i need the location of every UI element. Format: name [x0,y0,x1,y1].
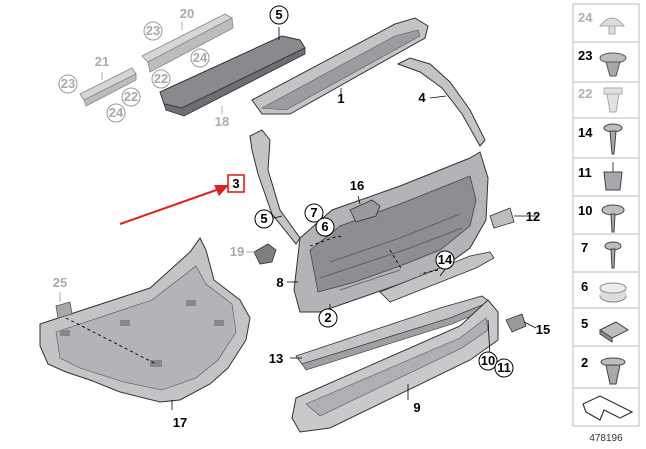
callout-labels: 1 2 3 4 5 5 6 7 8 9 10 11 12 13 14 15 16… [53,6,550,430]
fastener-11-icon [603,162,623,191]
callout-18: 18 [215,114,229,129]
callout-14: 14 [438,252,453,267]
part-25-tab [55,301,73,319]
callout-24-left: 24 [109,105,124,120]
callout-21: 21 [95,54,109,69]
part-21-bracket [79,67,137,107]
legend-label-11: 11 [578,165,592,180]
callout-12: 12 [526,209,540,224]
callout-7: 7 [310,205,317,220]
fastener-legend: 24 23 22 14 11 10 7 6 5 2 [572,3,640,427]
part-1-upper-trim [251,17,429,115]
callout-1: 1 [337,91,344,106]
callout-4: 4 [418,90,426,105]
callout-25: 25 [53,275,67,290]
part-18-panel [159,35,306,117]
callout-3-highlight-box [227,174,245,193]
callout-11: 11 [497,360,511,375]
callout-15: 15 [536,322,550,337]
legend-label-24: 24 [578,10,593,25]
legend-label-22: 22 [578,86,592,101]
part-17-inner-panel [39,237,251,403]
callout-13: 13 [269,351,283,366]
fastener-6-icon [599,282,627,303]
assembly-dashed-lines [65,235,439,365]
callout-5-top: 5 [275,7,282,22]
part-14-strip [379,251,495,303]
fastener-23-icon [599,52,627,77]
fastener-14-icon [603,123,623,155]
callout-5-side: 5 [260,211,267,226]
callout-9: 9 [413,400,420,415]
part-16-bracket [349,199,381,223]
part-4-side-trim [396,57,486,147]
part-3-side-trim [249,129,301,245]
part-12-clip [489,207,515,229]
callout-16: 16 [350,178,364,193]
legend-label-14: 14 [578,125,593,140]
callout-23-top: 23 [146,23,160,38]
legend-label-7: 7 [581,240,588,255]
fastener-22-icon [603,87,623,113]
callout-2: 2 [324,310,331,325]
part-15-clip [505,313,527,333]
legend-label-23: 23 [578,48,592,63]
callout-22-left: 22 [124,89,138,104]
highlight-arrow [119,185,229,225]
callout-3: 3 [232,176,239,191]
callout-24-top: 24 [193,50,208,65]
legend-label-6: 6 [581,279,588,294]
legend-label-5: 5 [581,316,588,331]
fastener-10-icon [601,204,625,233]
fastener-7-icon [604,241,622,269]
leader-lines [59,22,537,410]
callout-20: 20 [180,6,194,21]
part-8-tailgate-frame [293,151,489,313]
part-9-lower-panel [291,299,499,433]
part-20-trim-strip [141,13,234,73]
callout-22-top: 22 [154,71,168,86]
callout-17: 17 [173,415,187,430]
legend-label-10: 10 [578,203,592,218]
fastener-5-icon [599,321,629,343]
fastener-2-icon [600,357,626,385]
callout-8: 8 [276,275,283,290]
generic-arrow-icon [582,395,634,421]
diagram-reference-number: 478196 [589,433,623,444]
callout-circles [58,5,514,378]
part-19-clip [253,243,277,265]
callout-6: 6 [321,219,328,234]
fastener-24-icon [598,17,626,35]
legend-label-2: 2 [581,355,588,370]
callout-19: 19 [230,244,244,259]
callout-10: 10 [481,353,495,368]
callout-23-left: 23 [61,76,75,91]
